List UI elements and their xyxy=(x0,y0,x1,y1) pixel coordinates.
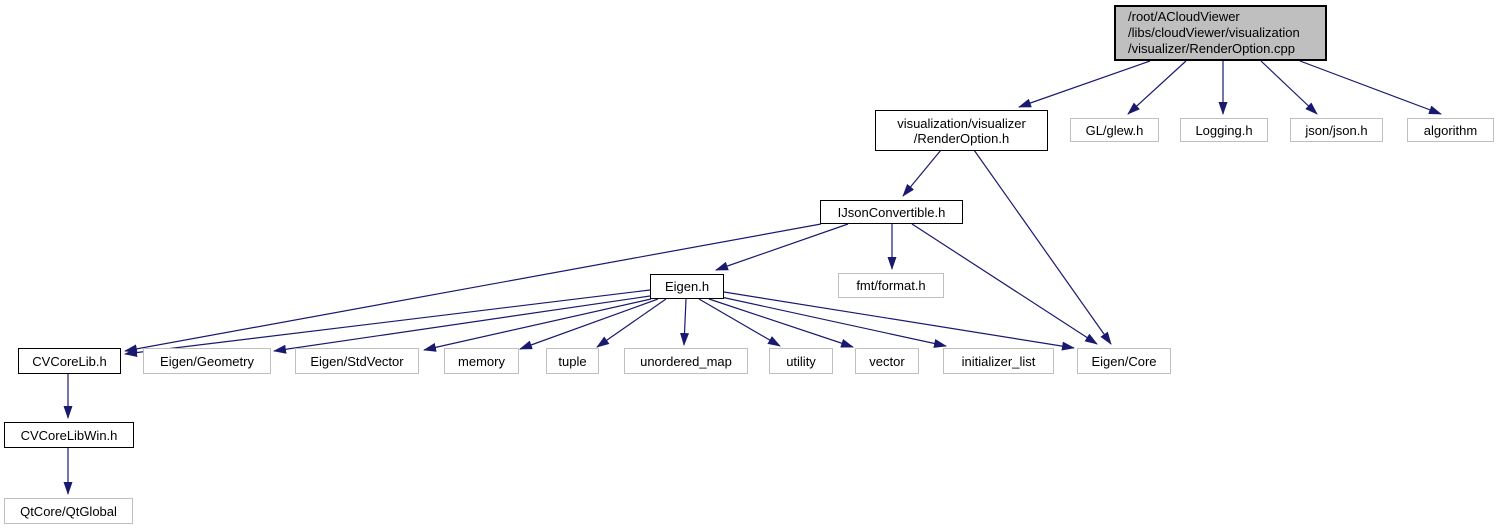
node-fmt-format-h[interactable]: fmt/format.h xyxy=(838,273,944,298)
node-eigen-h[interactable]: Eigen.h xyxy=(650,274,724,299)
edge-eigenh-utility xyxy=(698,298,781,347)
edge-eigenh-memory xyxy=(519,298,659,350)
edge-ijsonconvertibleh-eigenh xyxy=(715,223,849,271)
edge-eigenh-initializerlist xyxy=(720,296,947,348)
node-render-option-h[interactable]: visualization/visualizer /RenderOption.h xyxy=(875,110,1048,151)
node-eigen-stdvector[interactable]: Eigen/StdVector xyxy=(295,348,419,374)
edge-ijsonconvertibleh-eigencore xyxy=(911,223,1098,345)
edge-eigenh-cvcorelibh xyxy=(124,289,651,358)
node-render-option-cpp[interactable]: /root/ACloudViewer /libs/cloudViewer/vis… xyxy=(1114,5,1327,61)
node-vector[interactable]: vector xyxy=(855,348,919,374)
edge-renderoptioncpp-algorithm xyxy=(1299,60,1442,115)
node-algorithm[interactable]: algorithm xyxy=(1407,118,1494,142)
edge-ijsonconvertibleh-cvcorelibh xyxy=(124,223,822,354)
node-json-json-h[interactable]: json/json.h xyxy=(1290,118,1383,142)
edge-renderoptionh-ijsonconvertibleh xyxy=(902,149,942,197)
node-cv-core-lib-win-h[interactable]: CVCoreLibWin.h xyxy=(4,422,134,448)
node-eigen-geometry[interactable]: Eigen/Geometry xyxy=(143,348,271,374)
node-cv-core-lib-h[interactable]: CVCoreLib.h xyxy=(18,348,121,374)
node-qtcore-qtglobal[interactable]: QtCore/QtGlobal xyxy=(4,498,133,524)
edge-eigenh-vector xyxy=(708,298,854,348)
edge-renderoptioncpp-glglewh xyxy=(1127,60,1187,115)
edge-eigenh-tuple xyxy=(596,298,667,348)
node-eigen-core[interactable]: Eigen/Core xyxy=(1077,348,1171,374)
edge-renderoptionh-eigencore xyxy=(973,149,1112,345)
edge-eigenh-unorderedmap xyxy=(680,298,690,346)
edge-eigenh-eigenstdvector xyxy=(423,298,652,352)
edge-eigenh-eigengeometry xyxy=(273,295,651,354)
node-gl-glew-h[interactable]: GL/glew.h xyxy=(1070,118,1159,142)
node-utility[interactable]: utility xyxy=(769,348,833,374)
edge-eigenh-eigencore xyxy=(723,291,1075,351)
node-logging-h[interactable]: Logging.h xyxy=(1180,118,1268,142)
node-unordered-map[interactable]: unordered_map xyxy=(624,348,748,374)
node-ijson-convertible-h[interactable]: IJsonConvertible.h xyxy=(820,200,963,224)
node-tuple[interactable]: tuple xyxy=(546,348,599,374)
node-initializer-list[interactable]: initializer_list xyxy=(943,348,1054,374)
node-memory[interactable]: memory xyxy=(444,348,519,374)
edge-renderoptioncpp-jsonjsonh xyxy=(1260,60,1318,115)
edge-renderoptioncpp-renderoptionh xyxy=(1018,60,1151,108)
